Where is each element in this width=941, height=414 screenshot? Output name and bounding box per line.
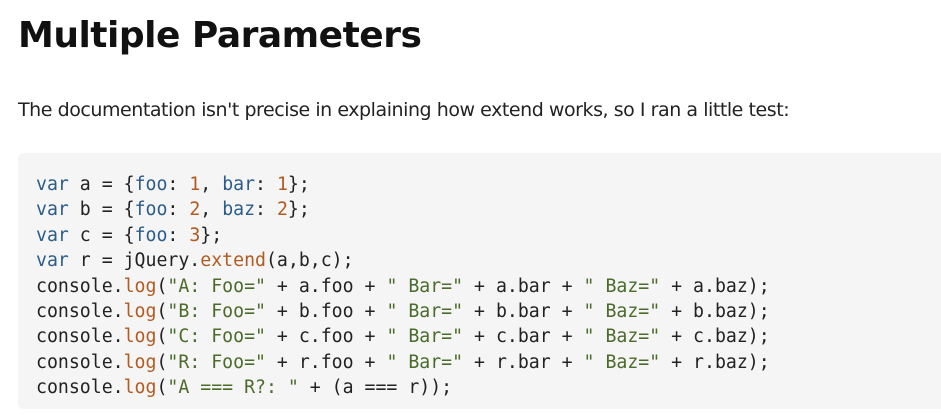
code-line: var c = {foo: 3}; <box>36 224 223 246</box>
code-line: var r = jQuery.extend(a,b,c); <box>36 250 354 272</box>
page-heading: Multiple Parameters <box>18 15 422 56</box>
code-block: var a = {foo: 1, bar: 1}; var b = {foo: … <box>18 153 941 409</box>
code-line: console.log("B: Foo=" + b.foo + " Bar=" … <box>36 301 770 323</box>
code-line: console.log("R: Foo=" + r.foo + " Bar=" … <box>36 351 770 373</box>
code-line: var a = {foo: 1, bar: 1}; <box>36 174 310 195</box>
code-line: var b = {foo: 2, baz: 2}; <box>36 199 310 221</box>
code-line: console.log("C: Foo=" + c.foo + " Bar=" … <box>36 326 770 348</box>
intro-paragraph: The documentation isn't precise in expla… <box>18 99 790 121</box>
code-line: console.log("A === R?: " + (a === r)); <box>36 377 453 399</box>
code-line: console.log("A: Foo=" + a.foo + " Bar=" … <box>36 275 770 297</box>
